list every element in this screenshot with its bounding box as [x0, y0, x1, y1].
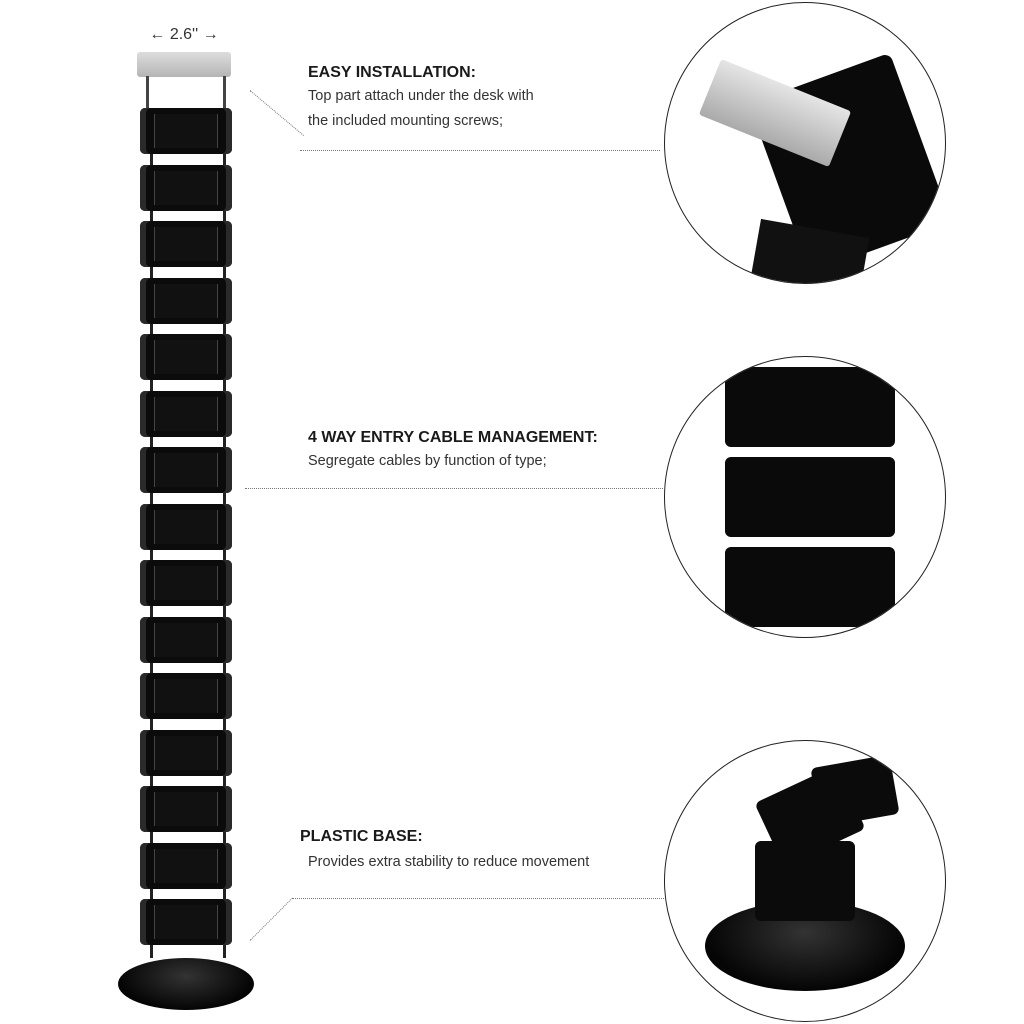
spine-segment — [140, 899, 232, 945]
bracket-legs — [146, 76, 226, 110]
detail-segment — [725, 547, 895, 627]
spine-segment — [140, 390, 232, 437]
spine-segment — [140, 616, 232, 663]
feature-title: 4 WAY ENTRY CABLE MANAGEMENT: — [308, 429, 598, 446]
feature-text: Top part attach under the desk with — [308, 88, 534, 104]
leader-line-2 — [245, 488, 663, 489]
feature-text: the included mounting screws; — [308, 113, 504, 129]
feature-text: Provides extra stability to reduce movem… — [308, 854, 590, 870]
spine-segment — [140, 560, 232, 606]
dimension-label: 2.6'' — [169, 26, 199, 43]
detail-circle-bracket — [664, 2, 946, 284]
plastic-base — [118, 958, 254, 1010]
spine-segment — [140, 729, 232, 776]
spine-segment — [140, 108, 232, 154]
product-cable-spine — [0, 0, 260, 1024]
width-dimension: ← 2.6'' → — [136, 26, 232, 44]
leader-line-1b — [300, 150, 660, 151]
spine-segment — [140, 842, 232, 889]
arrow-right-icon: → — [202, 26, 219, 43]
detail-segment — [725, 457, 895, 537]
detail-segment — [810, 754, 900, 828]
feature-title: EASY INSTALLATION: — [308, 64, 476, 81]
detail-circle-segments — [664, 356, 946, 638]
spine-segment — [140, 673, 232, 719]
feature-plastic-base: PLASTIC BASE: Provides extra stability t… — [300, 828, 589, 875]
spine-segment — [140, 334, 232, 380]
spine-segment — [140, 164, 232, 211]
spine-segment — [140, 786, 232, 832]
spine-segment — [140, 447, 232, 493]
detail-circle-base — [664, 740, 946, 1022]
feature-4-way-entry: 4 WAY ENTRY CABLE MANAGEMENT: Segregate … — [308, 429, 598, 474]
spine-segment — [140, 277, 232, 324]
feature-text: Segregate cables by function of type; — [308, 453, 547, 469]
feature-easy-installation: EASY INSTALLATION: Top part attach under… — [308, 64, 534, 134]
detail-segment — [725, 367, 895, 447]
leader-line-3b — [292, 898, 664, 899]
arrow-left-icon: ← — [149, 26, 166, 43]
mounting-bracket — [137, 52, 231, 77]
feature-title: PLASTIC BASE: — [300, 828, 423, 845]
spine-segment — [140, 221, 232, 267]
spine-segment — [140, 503, 232, 550]
